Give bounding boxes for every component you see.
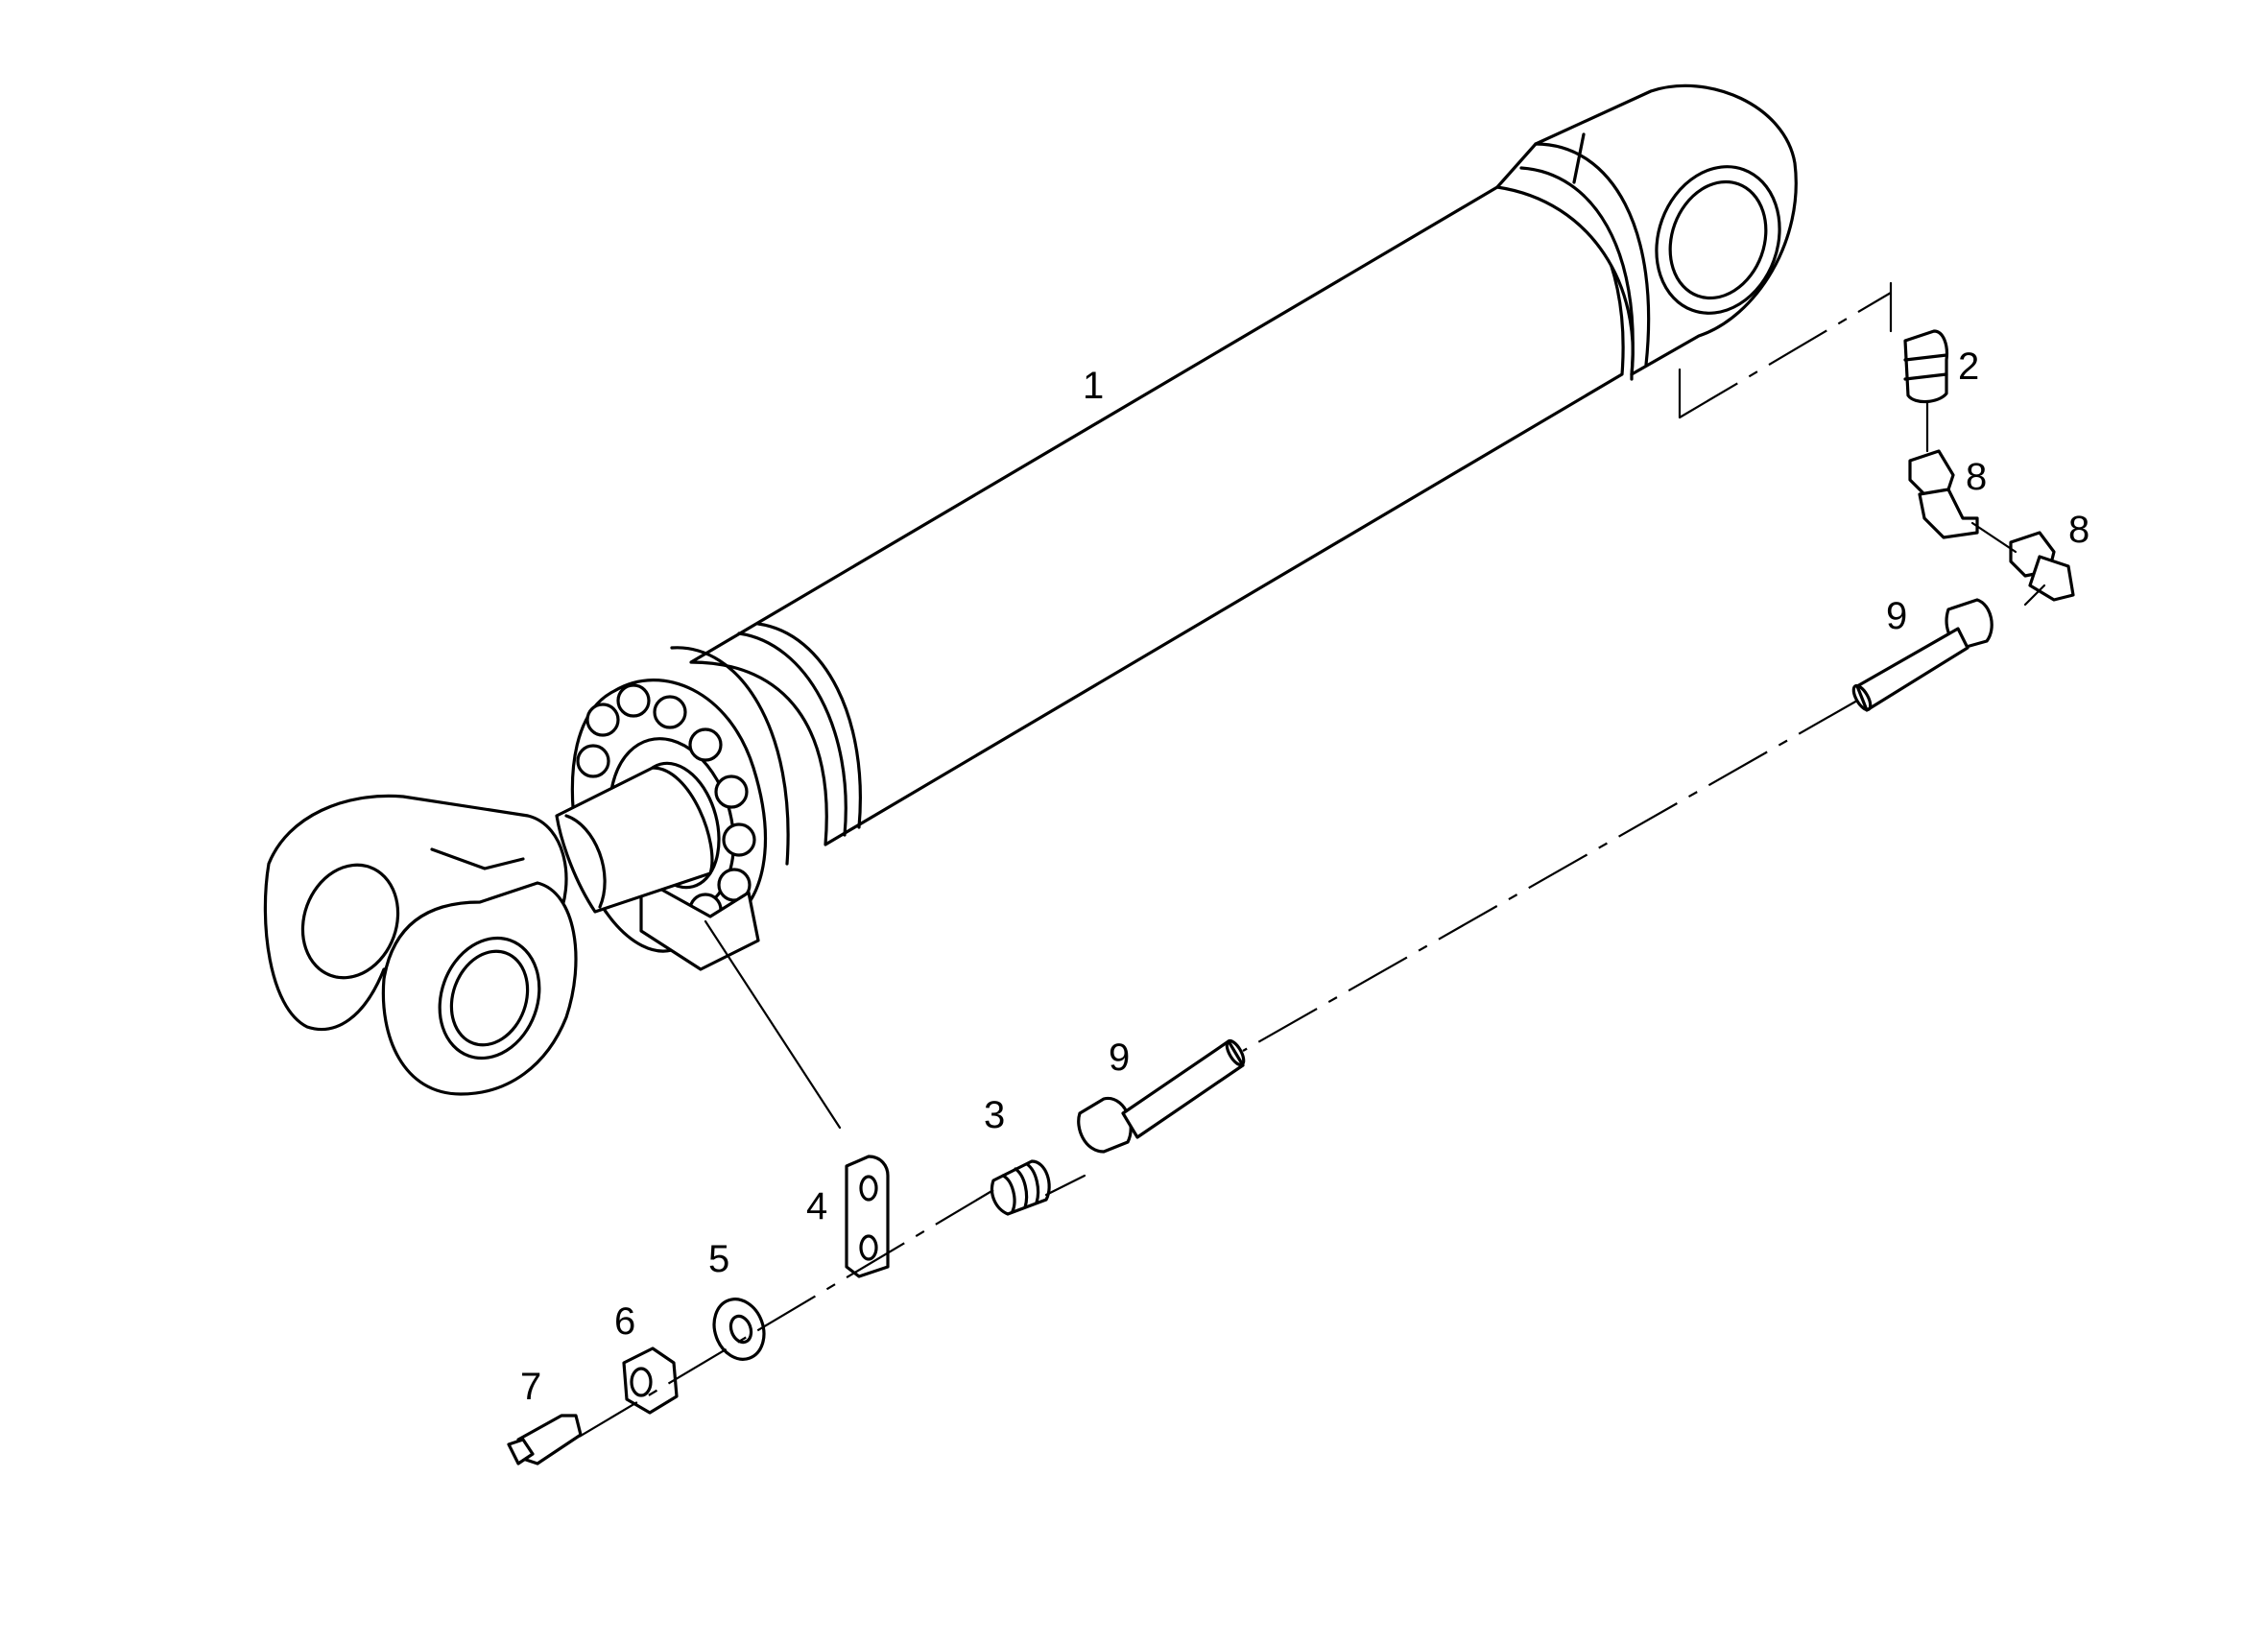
callout-5: 5 [708, 1238, 729, 1280]
part-4-bracket [845, 1155, 890, 1278]
callout-6: 6 [614, 1300, 635, 1343]
pipe-8-to-8 [1970, 521, 2017, 554]
callout-9-upper: 9 [1886, 595, 1907, 637]
leader-line-4 [704, 919, 842, 1130]
centerline-fittings [565, 1189, 994, 1445]
part-6-nut [622, 1346, 679, 1415]
callout-1: 1 [1083, 365, 1104, 407]
part-8-elbow-upper [1908, 449, 1979, 539]
callout-8-lower: 8 [2068, 509, 2089, 551]
callout-3: 3 [984, 1094, 1005, 1136]
cylinder-barrel [670, 83, 1798, 866]
flange-bracket [639, 876, 760, 971]
part-7-grease-nipple [507, 1414, 583, 1465]
callout-7: 7 [520, 1366, 541, 1408]
callout-9-lower: 9 [1109, 1036, 1130, 1079]
clevis-end [263, 794, 578, 1096]
callout-8-upper: 8 [1966, 456, 1987, 498]
callout-4: 4 [806, 1185, 827, 1227]
callout-2: 2 [1958, 345, 1979, 388]
part-9-hose-upper [1851, 598, 1993, 712]
part-5-washer [712, 1298, 766, 1361]
part-8-elbow-lower [2009, 531, 2075, 602]
centerline-head-port [1679, 292, 1892, 418]
part-9-hose-lower [1077, 1038, 1246, 1154]
centerline-hose [1242, 700, 1858, 1052]
part-2-fitting [1903, 329, 1949, 404]
link-3-9 [1044, 1174, 1086, 1197]
part-3-fitting [990, 1159, 1051, 1216]
piston-rod [555, 766, 714, 914]
link-8-9 [2023, 584, 2046, 607]
